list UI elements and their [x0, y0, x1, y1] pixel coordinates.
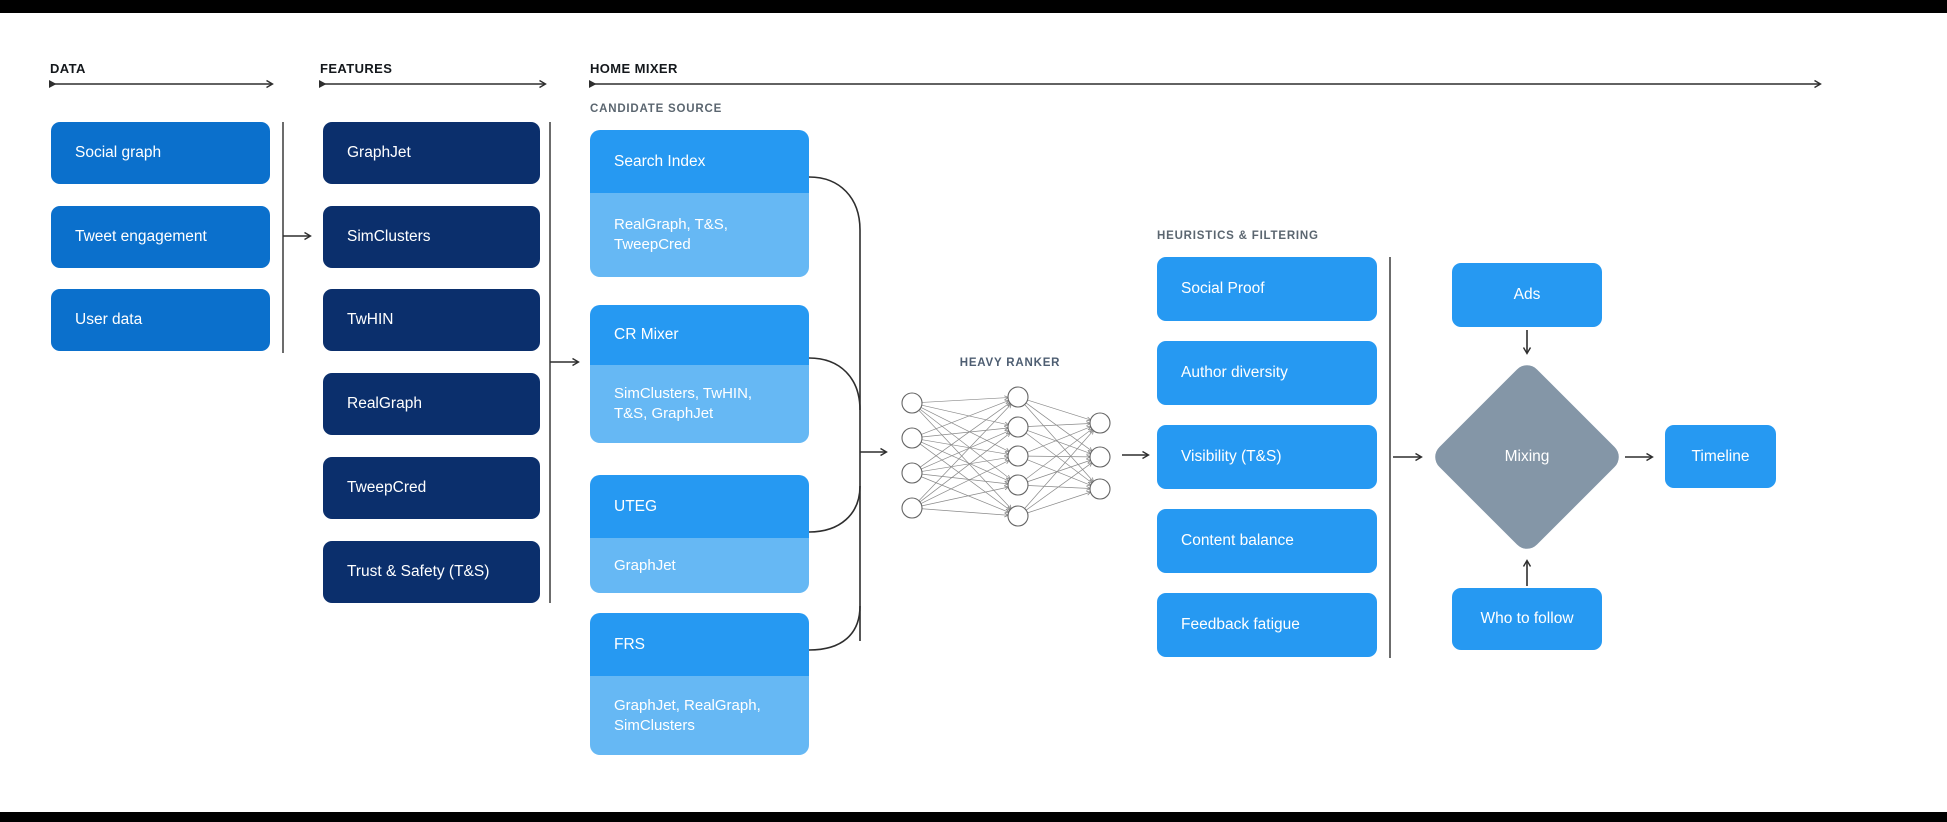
- candidate-box-cr-mixer: CR Mixer SimClusters, TwHIN, T&S, GraphJ…: [590, 305, 809, 443]
- data-box-tweet-engagement: Tweet engagement: [51, 206, 270, 268]
- mixing-label: Mixing: [1504, 448, 1550, 465]
- nn-edge: [1027, 454, 1092, 460]
- who-to-follow-box: Who to follow: [1452, 588, 1602, 650]
- candidate-sources-text: SimClusters, TwHIN, T&S, GraphJet: [614, 385, 753, 422]
- nn-node: [1089, 412, 1111, 434]
- nn-edge: [1027, 430, 1092, 455]
- features-section-label: FEATURES: [320, 61, 393, 76]
- nn-node: [901, 392, 923, 414]
- nn-node: [901, 427, 923, 449]
- feature-box-trust-safety: Trust & Safety (T&S): [323, 541, 540, 603]
- feature-box-simclusters: SimClusters: [323, 206, 540, 268]
- nn-edge: [920, 459, 1010, 504]
- feature-box-twhin: TwHIN: [323, 289, 540, 351]
- nn-edge: [921, 395, 1010, 403]
- nn-node: [1007, 474, 1029, 496]
- nn-edge: [1027, 399, 1092, 422]
- nn-node: [1089, 446, 1111, 468]
- nn-edge: [921, 399, 1010, 435]
- feature-box-tweepcred: TweepCred: [323, 457, 540, 519]
- nn-edge: [1027, 459, 1092, 483]
- nn-edge: [1025, 428, 1093, 480]
- nn-edge: [1027, 425, 1092, 453]
- candidate-sources-text: GraphJet: [614, 556, 676, 574]
- nn-node: [1007, 386, 1029, 408]
- feature-box-graphjet: GraphJet: [323, 122, 540, 184]
- nn-edge: [921, 426, 1010, 438]
- nn-edge: [1027, 459, 1092, 487]
- nn-edge: [919, 443, 1011, 511]
- nn-edge: [921, 508, 1010, 518]
- collector-curve-uteg: [808, 485, 861, 533]
- heuristic-box-social-proof: Social Proof: [1157, 257, 1377, 321]
- timeline-box: Timeline: [1665, 425, 1776, 488]
- nn-edge: [1027, 485, 1092, 491]
- candidate-title: UTEG: [590, 475, 809, 538]
- candidate-title: Search Index: [590, 130, 809, 193]
- nn-edge: [921, 404, 1010, 427]
- data-section-label: DATA: [50, 61, 86, 76]
- feature-box-realgraph: RealGraph: [323, 373, 540, 435]
- candidate-box-frs: FRS GraphJet, RealGraph, SimClusters: [590, 613, 809, 755]
- nn-edge: [1027, 490, 1092, 514]
- bottom-letterbox-bar: [0, 812, 1947, 822]
- home-mixer-section-label: HOME MIXER: [590, 61, 678, 76]
- nn-edge: [919, 402, 1011, 468]
- nn-edge: [1024, 429, 1095, 509]
- nn-edge: [1027, 421, 1092, 427]
- nn-edge: [1025, 402, 1093, 452]
- nn-edge: [920, 441, 1010, 482]
- nn-edge: [920, 407, 1011, 453]
- data-box-social-graph: Social graph: [51, 122, 270, 184]
- heuristic-box-author-diversity: Author diversity: [1157, 341, 1377, 405]
- nn-edge: [918, 410, 1012, 510]
- nn-edge: [921, 439, 1010, 457]
- nn-node: [901, 497, 923, 519]
- candidate-sources: SimClusters, TwHIN, T&S, GraphJet: [590, 365, 809, 443]
- nn-node: [1007, 445, 1029, 467]
- mixing-diamond: [1435, 365, 1619, 549]
- nn-node: [901, 462, 923, 484]
- candidate-title: CR Mixer: [590, 305, 809, 365]
- heuristic-box-content-balance: Content balance: [1157, 509, 1377, 573]
- nn-edge: [1025, 432, 1093, 484]
- candidate-sources-text: GraphJet, RealGraph, SimClusters: [614, 696, 761, 734]
- data-box-user-data: User data: [51, 289, 270, 351]
- top-letterbox-bar: [0, 0, 1947, 13]
- candidate-sources: GraphJet: [590, 538, 809, 593]
- ads-box: Ads: [1452, 263, 1602, 327]
- nn-edge: [921, 473, 1010, 486]
- heavy-ranker-label: HEAVY RANKER: [959, 357, 1061, 369]
- heuristics-label: HEURISTICS & FILTERING: [1157, 230, 1319, 242]
- candidate-sources-text: RealGraph, T&S, TweepCred: [614, 216, 728, 253]
- nn-edge: [921, 455, 1010, 472]
- collector-curve-frs: [808, 605, 861, 651]
- heuristic-box-visibility: Visibility (T&S): [1157, 425, 1377, 489]
- heavy-ranker-network: [901, 386, 1111, 527]
- nn-edge: [921, 430, 1010, 470]
- nn-node: [1089, 478, 1111, 500]
- nn-edge: [1024, 404, 1095, 483]
- candidate-title: FRS: [590, 613, 809, 676]
- collector-line-search-index: [808, 176, 861, 641]
- nn-edge: [1025, 462, 1093, 511]
- nn-node: [1007, 416, 1029, 438]
- candidate-box-uteg: UTEG GraphJet: [590, 475, 809, 593]
- heuristic-box-feedback-fatigue: Feedback fatigue: [1157, 593, 1377, 657]
- nn-node: [1007, 505, 1029, 527]
- candidate-sources: GraphJet, RealGraph, SimClusters: [590, 676, 809, 755]
- collector-curve-cr-mixer: [808, 357, 861, 411]
- nn-edge: [921, 485, 1010, 507]
- candidate-box-search-index: Search Index RealGraph, T&S, TweepCred: [590, 130, 809, 277]
- nn-edge: [919, 432, 1011, 503]
- candidate-source-label: CANDIDATE SOURCE: [590, 103, 723, 115]
- candidate-sources: RealGraph, T&S, TweepCred: [590, 193, 809, 277]
- nn-edge: [918, 403, 1012, 502]
